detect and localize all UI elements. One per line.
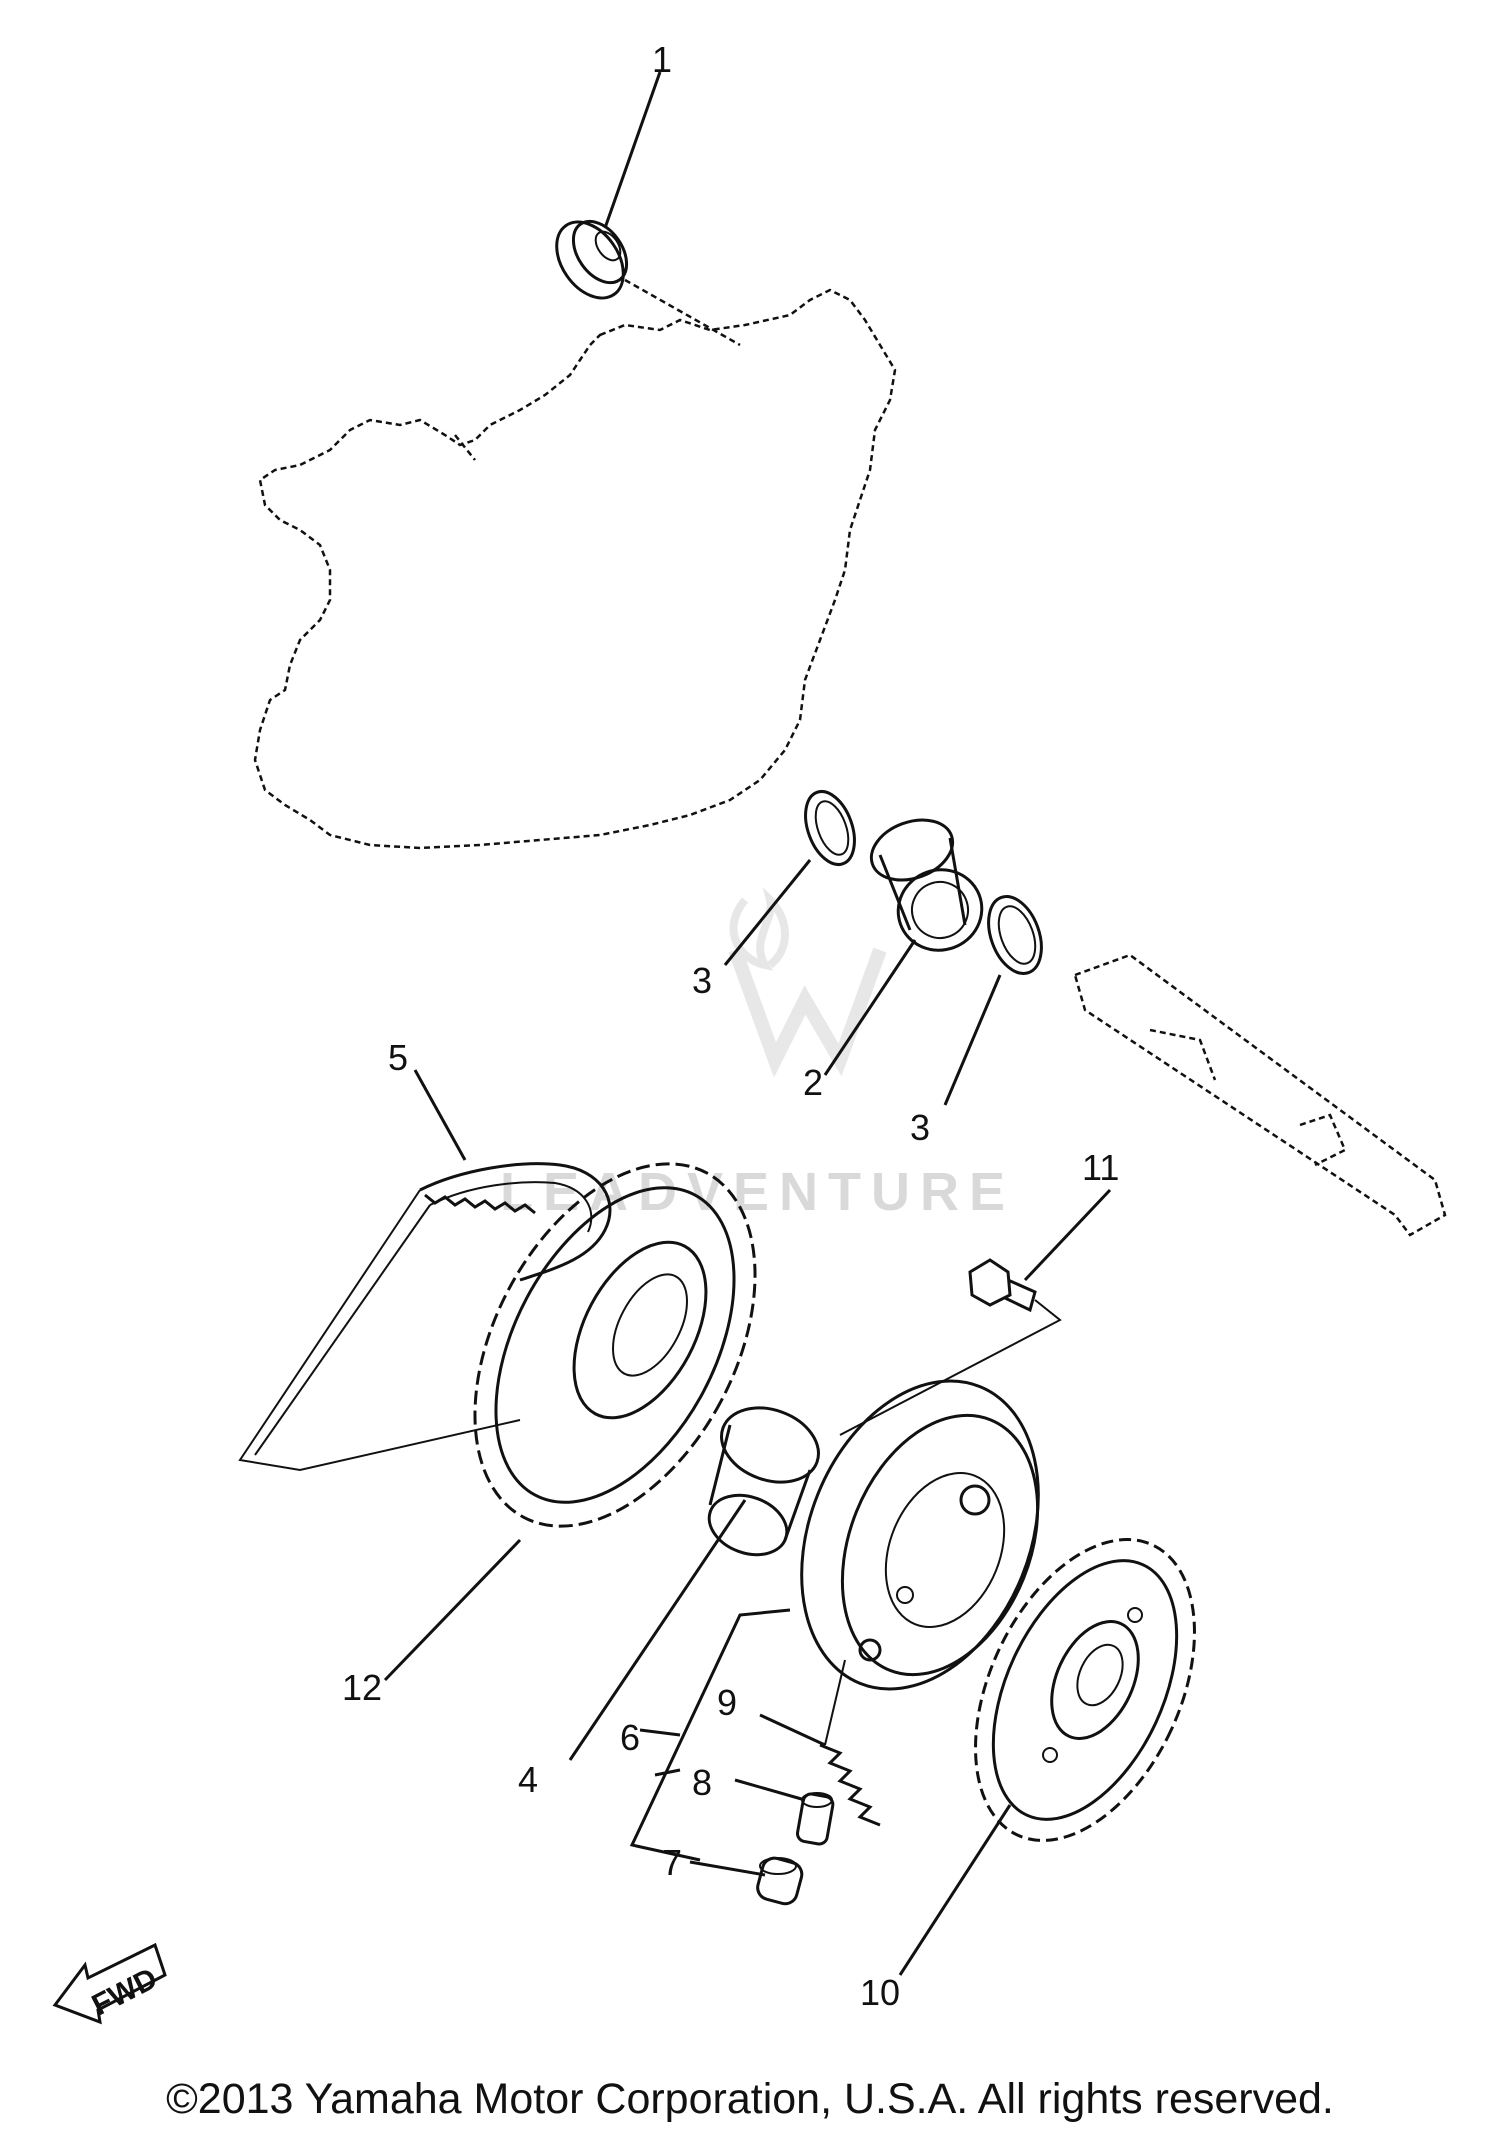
callout-6: 6 — [620, 1717, 640, 1758]
callout-1: 1 — [652, 39, 672, 80]
callout-5: 5 — [388, 1037, 408, 1078]
shaft — [1073, 953, 1447, 1237]
leader-1 — [603, 71, 662, 229]
large-sprocket — [473, 1162, 757, 1528]
leader-4 — [568, 1499, 747, 1761]
starter-clutch — [800, 1379, 1040, 1691]
callout-10: 10 — [860, 1972, 900, 2013]
callout-9: 9 — [717, 1682, 737, 1723]
chain — [238, 1162, 612, 1472]
fwd-arrow-icon: FWD — [52, 1942, 167, 2025]
watermark-logo — [728, 886, 887, 1078]
leader-2 — [823, 939, 917, 1076]
callout-3b: 3 — [910, 1107, 930, 1148]
spring-guide — [824, 1659, 846, 1746]
leader-3a — [723, 859, 812, 966]
copyright-notice: ©2013 Yamaha Motor Corporation, U.S.A. A… — [166, 2075, 1334, 2123]
callout-2: 2 — [803, 1062, 823, 1103]
bushing — [869, 818, 984, 952]
fwd-label: FWD — [87, 1962, 163, 2022]
outline-detail — [454, 434, 476, 461]
callout-11: 11 — [1082, 1147, 1119, 1188]
leader-8 — [734, 1778, 806, 1802]
bolt — [968, 1258, 1037, 1313]
leader-9 — [759, 1713, 826, 1747]
callout-4: 4 — [518, 1759, 538, 1800]
callout-7: 7 — [662, 1842, 682, 1883]
collar — [707, 1406, 820, 1557]
leader-5 — [413, 1069, 467, 1161]
roller — [756, 1856, 804, 1906]
callout-12: 12 — [342, 1667, 382, 1708]
circlip-left — [804, 790, 856, 866]
callout-8: 8 — [692, 1762, 712, 1803]
bracket-6-tick2 — [654, 1768, 681, 1777]
bolt-guide-line — [839, 1299, 1062, 1436]
small-sprocket — [974, 1538, 1196, 1842]
leader-12 — [383, 1538, 522, 1682]
bracket-6-tick — [639, 1728, 681, 1737]
leader-10 — [898, 1804, 1012, 1976]
oil-seal — [555, 219, 629, 300]
leader-7 — [689, 1860, 766, 1877]
leader-3b — [943, 974, 1002, 1106]
circlip-right — [987, 895, 1043, 975]
leader-11 — [1023, 1188, 1112, 1282]
spring — [819, 1743, 881, 1827]
callout-3a: 3 — [692, 960, 712, 1001]
seal-guide-line — [624, 278, 741, 347]
crankcase-outline — [253, 288, 897, 850]
bracket-6 — [629, 1608, 791, 1862]
